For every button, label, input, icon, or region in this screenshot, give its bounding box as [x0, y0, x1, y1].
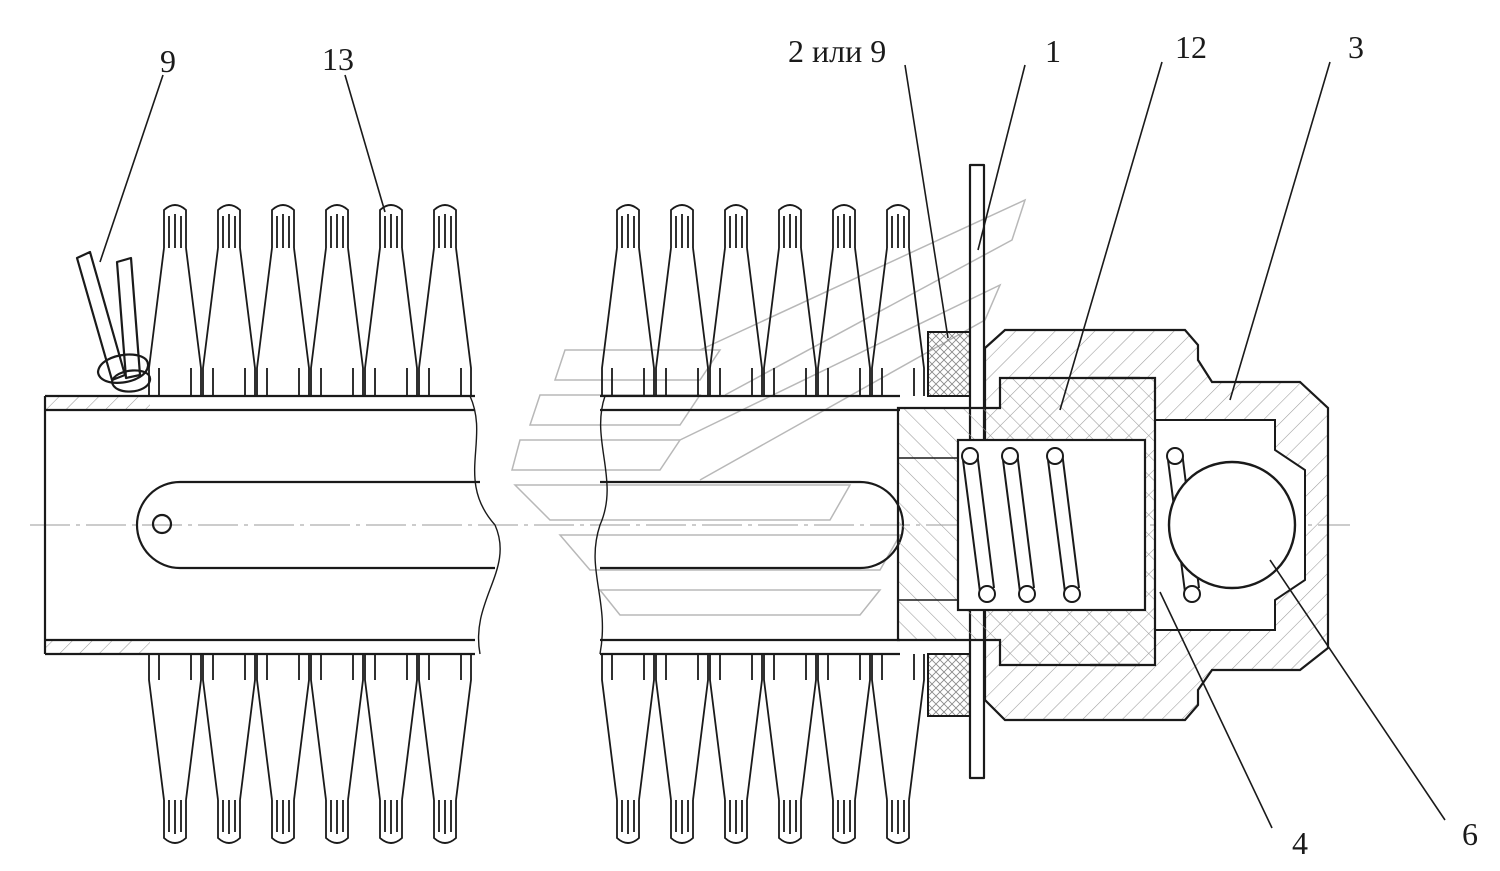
check-ball [1167, 460, 1297, 590]
callout-plate: 1 [1045, 33, 1061, 69]
bristle-tuft [256, 204, 310, 396]
bristle-tuft [148, 654, 202, 844]
bristle-tuft [601, 654, 655, 844]
bristle-tuft [655, 654, 709, 844]
callout-tie: 9 [160, 43, 176, 79]
tube-right-section [594, 394, 905, 656]
bristle-tuft [709, 654, 763, 844]
callout-spring: 4 [1292, 825, 1308, 861]
bristle-tuft [817, 654, 871, 844]
bristle-tuft [310, 204, 364, 396]
callout-nut: 3 [1348, 29, 1364, 65]
bristle-tuft [364, 204, 418, 396]
callout-ball: 6 [1462, 816, 1478, 852]
bristle-tuft [418, 654, 472, 844]
bristle-tuft [202, 654, 256, 844]
callout-washer: 2 или 9 [788, 33, 886, 69]
washer-part [927, 331, 971, 717]
bristle-tuft [148, 204, 202, 396]
bristle-tuft [763, 204, 817, 396]
bristle-tuft [202, 204, 256, 396]
callout-labels: 9 13 2 или 9 1 12 3 4 6 [160, 29, 1478, 861]
bristle-tuft [256, 654, 310, 844]
bristle-tufts [148, 204, 925, 844]
bristle-tuft [310, 654, 364, 844]
leader-lines [99, 61, 1446, 829]
bristle-tuft [709, 204, 763, 396]
bristle-tuft [364, 654, 418, 844]
callout-brush: 13 [322, 41, 354, 77]
bristle-tuft [763, 654, 817, 844]
spring-coil [1001, 447, 1036, 603]
bristle-tuft [601, 204, 655, 396]
spring-coil [1046, 447, 1081, 603]
bristle-tuft [418, 204, 472, 396]
tube-left-section [43, 394, 501, 656]
bristle-tuft [655, 204, 709, 396]
spring-coil [961, 447, 996, 603]
wire-tie [75, 250, 152, 393]
bristle-tuft [871, 654, 925, 844]
bristle-tuft [817, 204, 871, 396]
bristle-tuft [871, 204, 925, 396]
callout-plug: 12 [1175, 29, 1207, 65]
